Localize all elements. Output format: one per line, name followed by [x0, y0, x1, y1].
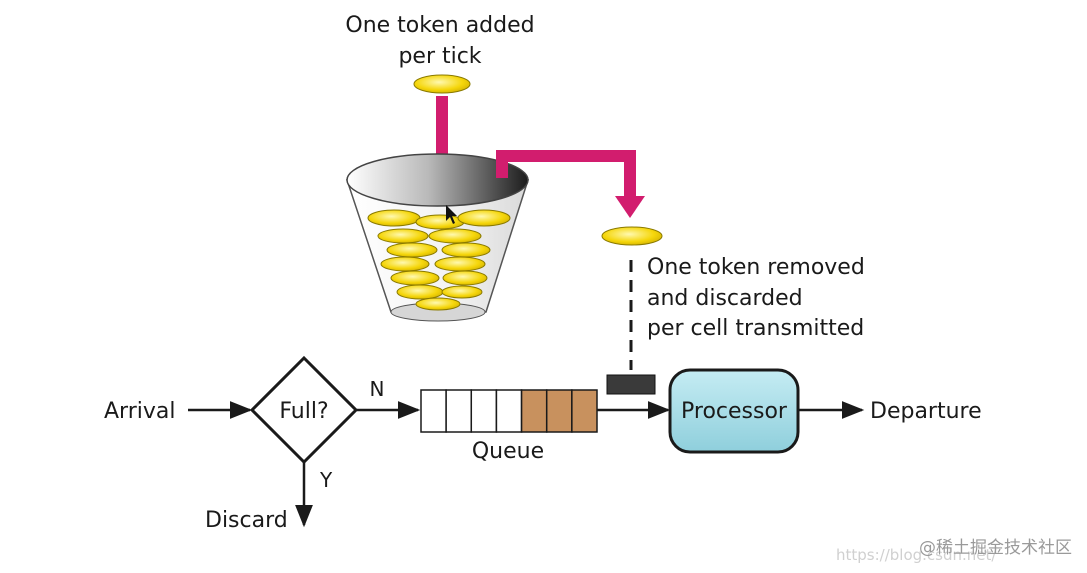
- transmission-gate: [606, 374, 656, 395]
- queue-cell-filled: [520, 389, 548, 433]
- cursor-icon: [446, 205, 457, 224]
- queue-cell-empty: [470, 389, 498, 433]
- queue-cell-filled: [571, 389, 598, 433]
- discard-label: Discard: [205, 508, 288, 533]
- removed-token: [601, 226, 663, 246]
- full-decision: Full?: [249, 355, 359, 465]
- queue-cell-empty: [420, 389, 447, 433]
- token-removed-label-line3: per cell transmitted: [647, 316, 864, 341]
- queue-cell-filled: [545, 389, 573, 433]
- branch-no-label: N: [370, 377, 385, 401]
- arrival-label: Arrival: [104, 399, 175, 424]
- token-remove-arrow: [496, 150, 645, 218]
- queue: [420, 389, 598, 433]
- queue-label: Queue: [472, 439, 544, 464]
- queue-cell-empty: [495, 389, 523, 433]
- incoming-token: [413, 74, 471, 94]
- token-added-label-line1: One token added: [345, 13, 534, 38]
- bucket-tokens: [367, 209, 511, 311]
- queue-cell-empty: [445, 389, 473, 433]
- processor-label: Processor: [681, 399, 788, 424]
- token-added-label-line2: per tick: [398, 44, 481, 69]
- departure-label: Departure: [870, 399, 982, 424]
- watermark-brand: @稀土掘金技术社区: [919, 538, 1072, 558]
- branch-yes-label: Y: [319, 468, 333, 492]
- processor: Processor: [668, 368, 800, 454]
- token-removed-label-line1: One token removed: [647, 255, 865, 280]
- watermark-url: https://blog.csdn.net/: [836, 546, 997, 564]
- decision-label: Full?: [279, 399, 328, 424]
- token-removed-label-line2: and discarded: [647, 286, 803, 311]
